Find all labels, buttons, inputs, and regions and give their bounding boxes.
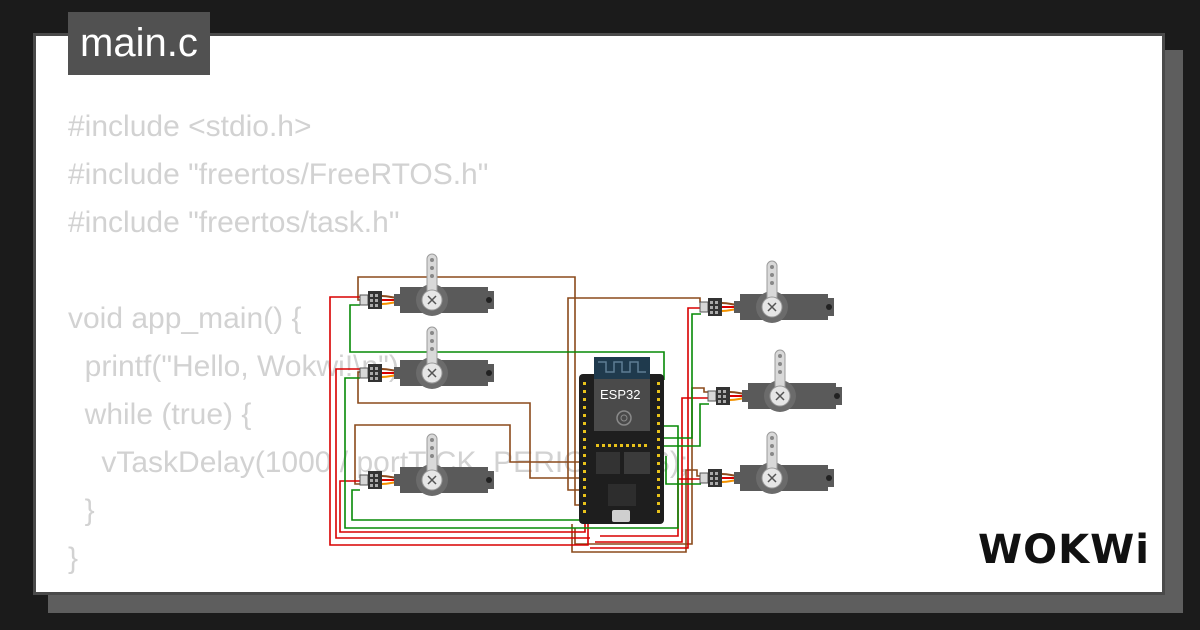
servo-motor-icon[interactable]	[359, 433, 495, 497]
servo-motor-icon[interactable]	[707, 349, 843, 413]
board-label: ESP32	[600, 387, 640, 402]
code-line: void app_main() {	[68, 302, 302, 335]
wire-green	[344, 377, 679, 529]
file-tab[interactable]: main.c	[68, 12, 210, 75]
wire-brown	[357, 371, 583, 479]
wire-green	[665, 456, 701, 485]
code-line: }	[68, 494, 95, 527]
wire-green	[351, 489, 580, 521]
wire-red	[595, 397, 709, 543]
wokwi-logo-icon: WOKWi	[978, 527, 1150, 573]
code-line: #include "freertos/task.h"	[68, 206, 400, 239]
wire-green	[664, 313, 701, 439]
servo-motor-icon[interactable]	[699, 431, 835, 495]
wire-green	[664, 403, 709, 447]
wire-red	[329, 296, 589, 546]
wire-brown	[571, 469, 701, 553]
code-block: #include <stdio.h> #include "freertos/Fr…	[68, 103, 688, 583]
servo-motor-icon[interactable]	[359, 253, 495, 317]
esp32-board-icon[interactable]: ESP32	[579, 357, 664, 524]
wire-green	[349, 304, 665, 380]
code-line: #include <stdio.h>	[68, 110, 312, 143]
wire-red	[335, 368, 590, 539]
servo-motor-icon[interactable]	[359, 326, 495, 390]
wire-brown	[354, 424, 583, 485]
code-line: while (true) {	[68, 398, 252, 431]
code-line: }	[68, 542, 79, 575]
wire-brown	[357, 276, 583, 506]
code-line: #include "freertos/FreeRTOS.h"	[68, 158, 489, 191]
servo-motor-icon[interactable]	[699, 260, 835, 324]
wire-red	[590, 307, 701, 549]
